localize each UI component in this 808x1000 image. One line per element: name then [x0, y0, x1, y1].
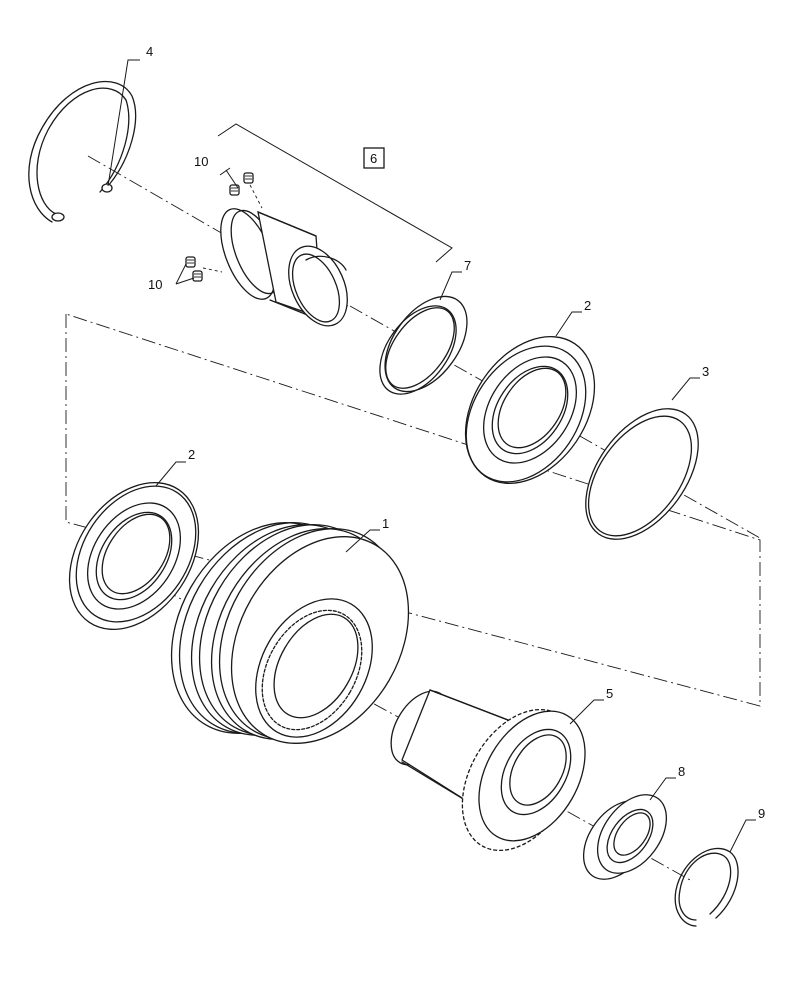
callout-8: 8 [678, 764, 685, 779]
callout-2-lower: 2 [188, 447, 195, 462]
callout-labels: 4 6 10 10 7 2 3 2 1 5 8 9 [146, 44, 765, 821]
part-9-snap-ring [674, 847, 739, 927]
part-2-bearing-lower [68, 482, 200, 630]
callout-2-upper: 2 [584, 298, 591, 313]
callout-10-upper: 10 [194, 154, 208, 169]
callout-leaders [107, 59, 756, 853]
part-5-splined-shaft [390, 689, 586, 852]
callout-3: 3 [702, 364, 709, 379]
part-6-bracket [217, 123, 453, 263]
part-7-ring [379, 295, 468, 395]
callout-7: 7 [464, 258, 471, 273]
callout-9: 9 [758, 806, 765, 821]
part-2-bearing-upper [464, 336, 596, 484]
part-3-thin-ring [585, 408, 699, 540]
callout-6: 6 [370, 151, 377, 166]
part-10-set-screws [185, 172, 263, 282]
part-4-snap-ring [28, 80, 137, 223]
part-8-seal [582, 794, 668, 880]
callout-10-lower: 10 [148, 277, 162, 292]
callout-4: 4 [146, 44, 153, 59]
callout-5: 5 [606, 686, 613, 701]
part-6-flanged-sleeve [220, 208, 348, 327]
callout-6-box [363, 147, 385, 169]
part-1-grooved-pulley [170, 522, 410, 744]
callout-1: 1 [382, 516, 389, 531]
